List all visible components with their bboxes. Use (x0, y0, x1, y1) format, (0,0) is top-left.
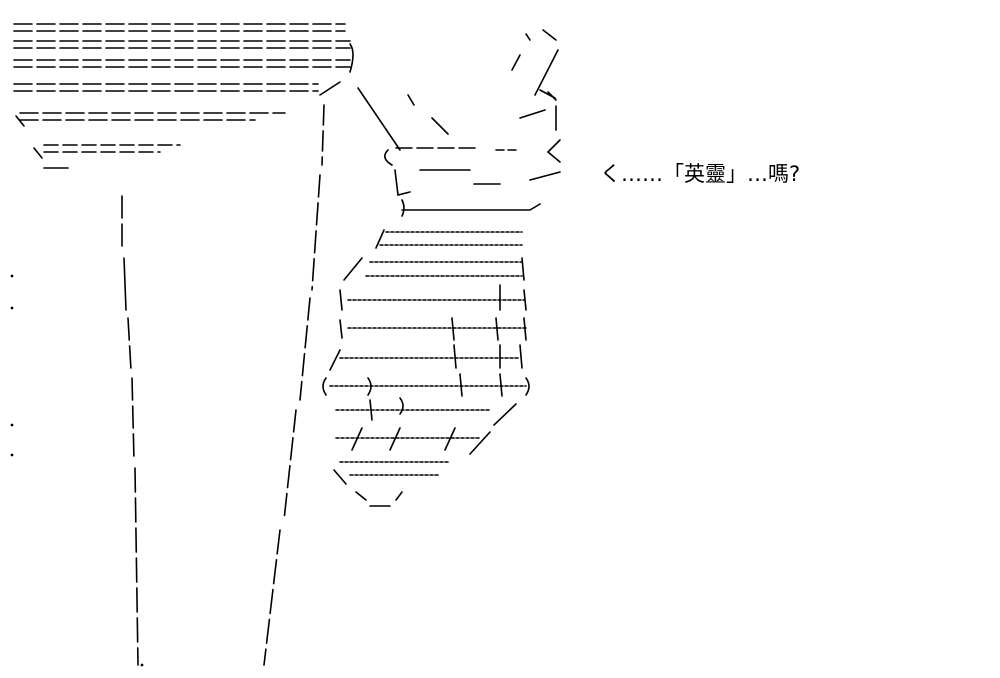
left-vertical-line (121, 195, 139, 666)
ascii-art-lines (10, 23, 561, 667)
face-outline (357, 29, 561, 196)
center-vertical-line (263, 104, 325, 666)
hand-outline (322, 199, 541, 507)
left-dots (10, 274, 144, 667)
dialogue-text: く……「英靈」…嗎? (600, 162, 801, 186)
dash-stack-top-left (13, 23, 354, 169)
